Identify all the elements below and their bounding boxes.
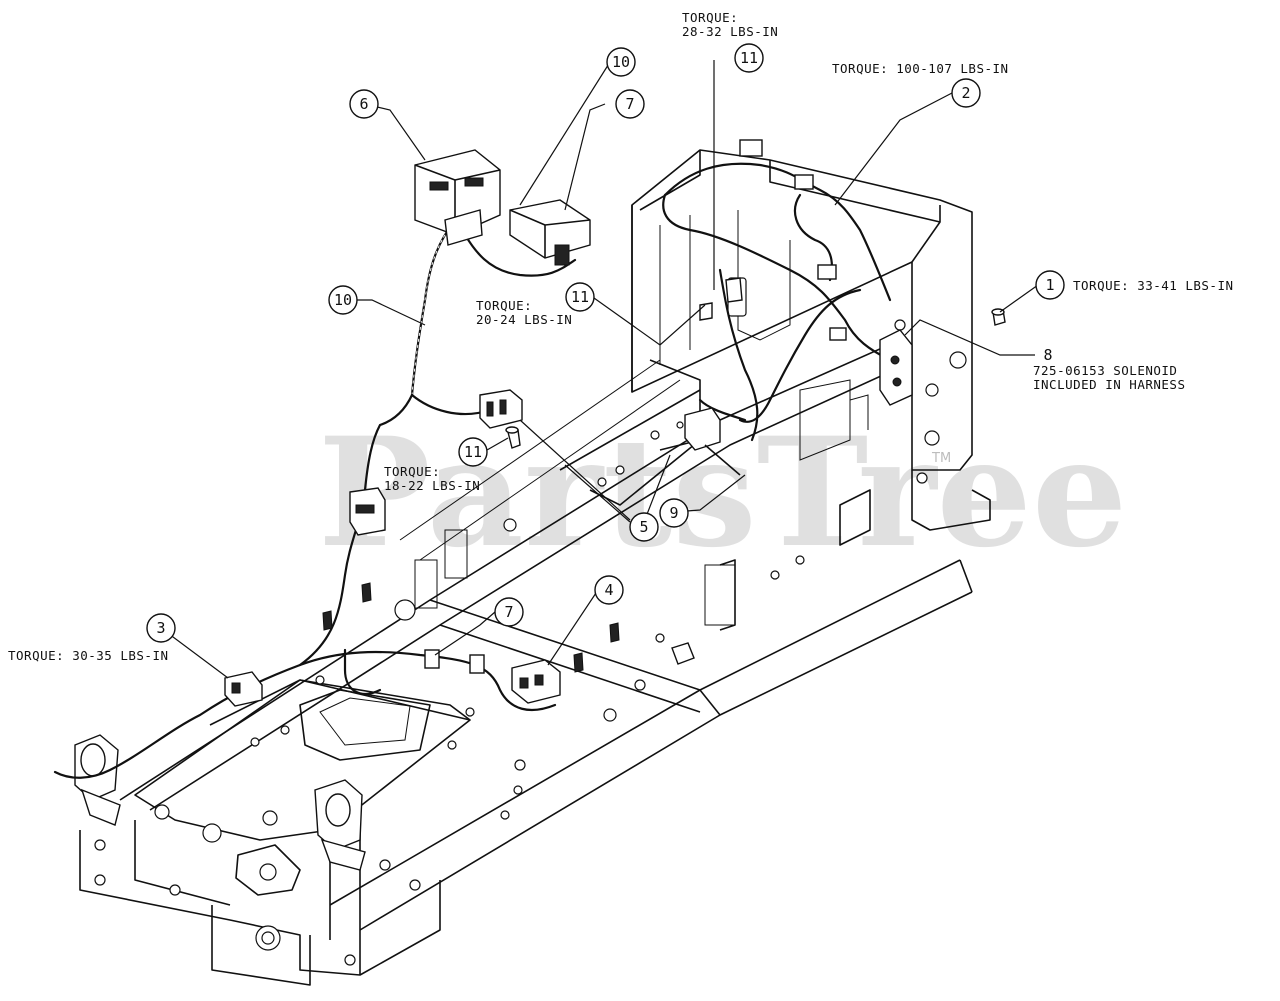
headlight-left [74, 734, 121, 826]
callout-2: 2 [951, 78, 981, 108]
callout-11-mid: 11 [565, 282, 595, 312]
svg-text:1: 1 [1045, 276, 1054, 294]
screw-part-11 [505, 277, 743, 449]
callout-11-low: 11 [458, 437, 488, 467]
callout-9: 9 [659, 498, 689, 528]
part-8-note: INCLUDED IN HARNESS [1033, 377, 1186, 392]
torque-11-mid-line2: 20-24 LBS-IN [476, 312, 572, 327]
callout-7-upper: 7 [615, 89, 645, 119]
cable-clips [424, 139, 847, 674]
leader-lines [160, 60, 1039, 679]
headlight-right [314, 779, 366, 871]
torque-11-top-line2: 28-32 LBS-IN [682, 24, 778, 39]
svg-text:7: 7 [504, 603, 513, 621]
callout-balloons: 1 2 3 4 5 6 7 7 8 9 10 10 11 11 11 [146, 43, 1065, 643]
connector-part-mid [349, 487, 386, 536]
solenoid-part [879, 329, 913, 406]
callout-4: 4 [594, 575, 624, 605]
callout-6: 6 [349, 89, 379, 119]
callout-1: 1 [1035, 270, 1065, 300]
svg-text:10: 10 [612, 53, 630, 71]
callout-7-lower: 7 [494, 597, 524, 627]
torque-11-mid-line1: TORQUE: [476, 298, 532, 313]
svg-text:11: 11 [571, 288, 589, 306]
torque-11-top-line1: TORQUE: [682, 10, 738, 25]
svg-text:3: 3 [156, 619, 165, 637]
annotations: TORQUE: 28-32 LBS-IN TORQUE: 100-107 LBS… [8, 10, 1234, 663]
torque-3: TORQUE: 30-35 LBS-IN [8, 648, 169, 663]
connector-part-5 [479, 389, 523, 429]
torque-5-line1: TORQUE: [384, 464, 440, 479]
callout-10-lower: 10 [328, 285, 358, 315]
frame-rail-left [119, 339, 901, 801]
svg-text:4: 4 [604, 581, 613, 599]
module-part-upper [509, 199, 591, 266]
tractor-frame [74, 149, 991, 986]
svg-text:8: 8 [1043, 346, 1052, 364]
bolt-part-1 [991, 308, 1006, 326]
part-8-number: 725-06153 SOLENOID [1033, 363, 1177, 378]
callout-10-upper: 10 [606, 47, 636, 77]
svg-text:11: 11 [464, 443, 482, 461]
svg-text:11: 11 [740, 49, 758, 67]
torque-5-line2: 18-22 LBS-IN [384, 478, 480, 493]
svg-text:5: 5 [639, 518, 648, 536]
watermark-trademark: TM [931, 451, 951, 466]
connector-part-3 [224, 671, 263, 707]
connector-part-4 [511, 659, 561, 704]
svg-text:9: 9 [669, 504, 678, 522]
torque-1: TORQUE: 33-41 LBS-IN [1073, 278, 1234, 293]
svg-text:7: 7 [625, 95, 634, 113]
ignition-switch-part [414, 149, 501, 246]
front-plate [134, 679, 471, 841]
rail-bolts [322, 582, 695, 673]
callout-11-top: 11 [734, 43, 764, 73]
svg-text:2: 2 [961, 84, 970, 102]
callout-3: 3 [146, 613, 176, 643]
callout-8: 8 [1043, 346, 1052, 364]
torque-2: TORQUE: 100-107 LBS-IN [832, 61, 1009, 76]
svg-text:10: 10 [334, 291, 352, 309]
svg-text:6: 6 [359, 95, 368, 113]
callout-5: 5 [629, 512, 659, 542]
relay-part-9 [684, 407, 741, 476]
